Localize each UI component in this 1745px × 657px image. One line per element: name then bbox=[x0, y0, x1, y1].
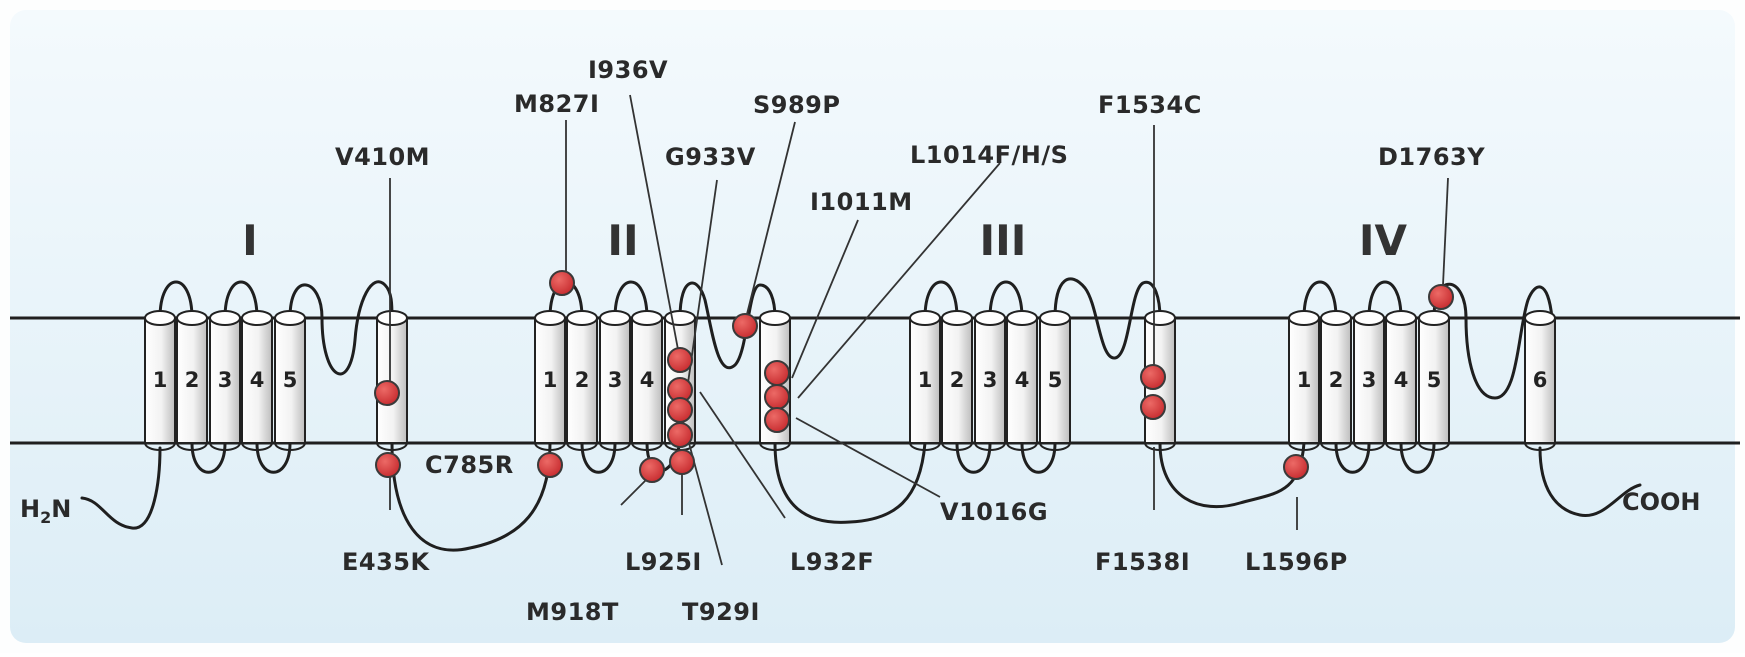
d3-s4-number: 4 bbox=[1015, 368, 1030, 392]
label-l1014fhs: L1014F/H/S bbox=[910, 141, 1068, 169]
domain-label-1: I bbox=[242, 216, 258, 265]
d1-s4 bbox=[241, 310, 273, 451]
d2-s1 bbox=[534, 310, 566, 451]
label-g933v: G933V bbox=[665, 143, 756, 171]
label-v410m: V410M bbox=[335, 143, 430, 171]
d2-s3 bbox=[599, 310, 631, 451]
dot-l925i bbox=[669, 449, 695, 475]
d4-s3 bbox=[1353, 310, 1385, 451]
d2-s4-number: 4 bbox=[640, 368, 655, 392]
domain-labels: I II III IV bbox=[242, 216, 1407, 265]
d1-s2 bbox=[176, 310, 208, 451]
domain-1-segments bbox=[144, 310, 408, 451]
d3-s5 bbox=[1039, 310, 1071, 451]
d1-s1 bbox=[144, 310, 176, 451]
d1-s3 bbox=[209, 310, 241, 451]
dot-s989p bbox=[732, 313, 758, 339]
n-terminus-h: H bbox=[20, 495, 40, 523]
d4-s5 bbox=[1418, 310, 1450, 451]
d2-s4 bbox=[631, 310, 663, 451]
d4-s1 bbox=[1288, 310, 1320, 451]
dot-d1763y bbox=[1428, 284, 1454, 310]
d4-s3-number: 3 bbox=[1362, 368, 1377, 392]
n-terminus-label: H2N bbox=[20, 495, 71, 527]
dot-f1534c bbox=[1140, 364, 1166, 390]
segment-numbers: 1 2 3 4 5 1 2 3 4 1 2 3 4 5 1 2 3 4 5 6 bbox=[153, 368, 1548, 392]
dot-t929i bbox=[667, 422, 693, 448]
d3-s1-number: 1 bbox=[918, 368, 933, 392]
d2-s1-number: 1 bbox=[543, 368, 558, 392]
d2-s3-number: 3 bbox=[608, 368, 623, 392]
label-l932f: L932F bbox=[790, 548, 874, 576]
c-terminus-label: COOH bbox=[1622, 488, 1701, 516]
domain-3-segments bbox=[909, 310, 1176, 451]
label-d1763y: D1763Y bbox=[1378, 143, 1485, 171]
d3-s1 bbox=[909, 310, 941, 451]
dot-l932f bbox=[667, 397, 693, 423]
domain-label-4: IV bbox=[1359, 216, 1408, 265]
label-i1011m: I1011M bbox=[810, 188, 913, 216]
label-l1596p: L1596P bbox=[1245, 548, 1348, 576]
dot-v1016g bbox=[764, 407, 790, 433]
dot-v410m bbox=[374, 380, 400, 406]
d3-s4 bbox=[1006, 310, 1038, 451]
dot-l1014fhs bbox=[764, 384, 790, 410]
label-t929i: T929I bbox=[682, 598, 760, 626]
label-c785r: C785R bbox=[425, 451, 514, 479]
d4-s2 bbox=[1320, 310, 1352, 451]
dot-e435k bbox=[375, 452, 401, 478]
d1-s1-number: 1 bbox=[153, 368, 168, 392]
n-terminus-n: N bbox=[51, 495, 71, 523]
d4-s4 bbox=[1385, 310, 1417, 451]
label-v1016g: V1016G bbox=[940, 498, 1048, 526]
d1-s2-number: 2 bbox=[185, 368, 200, 392]
n-terminus-sub: 2 bbox=[40, 508, 51, 527]
d3-s5-number: 5 bbox=[1048, 368, 1063, 392]
d4-s1-number: 1 bbox=[1297, 368, 1312, 392]
label-m827i: M827I bbox=[514, 90, 599, 118]
d2-s2 bbox=[566, 310, 598, 451]
label-i936v: I936V bbox=[588, 56, 668, 84]
d4-s6-number: 6 bbox=[1533, 368, 1548, 392]
domain-4-segments bbox=[1288, 310, 1556, 451]
dot-m918t bbox=[639, 457, 665, 483]
d4-s6 bbox=[1524, 310, 1556, 451]
dot-m827i bbox=[549, 270, 575, 296]
d4-s2-number: 2 bbox=[1329, 368, 1344, 392]
d3-s2 bbox=[941, 310, 973, 451]
mutation-labels: V410M E435K C785R M827I I936V G933V S989… bbox=[335, 56, 1485, 626]
d1-s5 bbox=[274, 310, 306, 451]
label-e435k: E435K bbox=[342, 548, 430, 576]
label-s989p: S989P bbox=[753, 91, 840, 119]
label-m918t: M918T bbox=[526, 598, 619, 626]
dot-l1596p bbox=[1283, 454, 1309, 480]
d1-s4-number: 4 bbox=[250, 368, 265, 392]
label-f1534c: F1534C bbox=[1098, 91, 1202, 119]
d1-s5-number: 5 bbox=[283, 368, 298, 392]
d4-s4-number: 4 bbox=[1394, 368, 1409, 392]
d3-s3-number: 3 bbox=[983, 368, 998, 392]
d1-s6 bbox=[376, 310, 408, 451]
d1-s3-number: 3 bbox=[218, 368, 233, 392]
d2-s2-number: 2 bbox=[575, 368, 590, 392]
domain-label-3: III bbox=[980, 216, 1027, 265]
dot-f1538i bbox=[1140, 394, 1166, 420]
label-l925i: L925I bbox=[625, 548, 702, 576]
d3-s2-number: 2 bbox=[950, 368, 965, 392]
dot-i936v bbox=[667, 347, 693, 373]
d3-s3 bbox=[974, 310, 1006, 451]
background-panel bbox=[10, 10, 1735, 643]
domain-label-2: II bbox=[607, 216, 638, 265]
mutation-dots bbox=[374, 270, 1454, 483]
dot-c785r bbox=[537, 452, 563, 478]
label-f1538i: F1538I bbox=[1095, 548, 1190, 576]
dot-i1011m bbox=[764, 360, 790, 386]
d4-s5-number: 5 bbox=[1427, 368, 1442, 392]
backbone bbox=[80, 277, 1642, 552]
